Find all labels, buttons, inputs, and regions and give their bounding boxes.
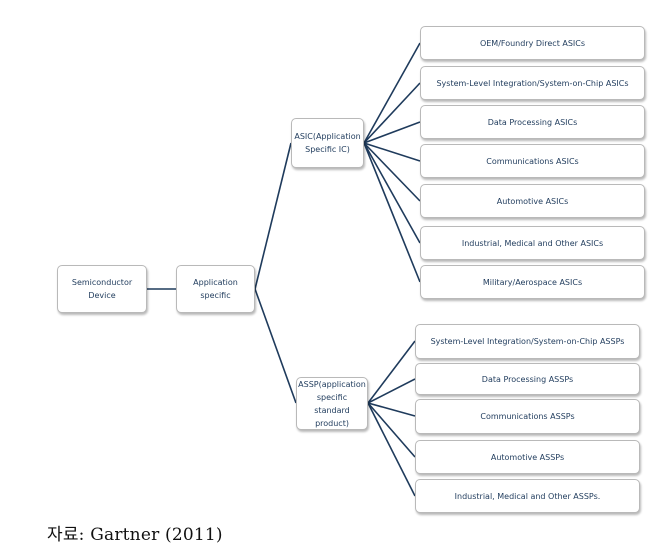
asic-item-label: OEM/Foundry Direct ASICs: [479, 38, 586, 48]
assp-item-label: Communications ASSPs: [480, 412, 575, 421]
node-asic: ASIC(Application Specific IC): [291, 118, 364, 168]
connector-level1-assp: [254, 288, 297, 404]
node-application-specific: Application specific: [176, 265, 255, 313]
asic-item: Data Processing ASICs: [420, 105, 645, 139]
node-label: Semiconductor Device: [71, 278, 133, 300]
assp-item: Data Processing ASSPs: [415, 363, 640, 395]
node-assp: ASSP(application specific standard produ…: [296, 377, 368, 430]
node-semiconductor-device: Semiconductor Device: [57, 265, 147, 313]
node-label: ASSP(application specific standard produ…: [298, 379, 366, 428]
connector-assp-item: [367, 402, 416, 458]
asic-item: Communications ASICs: [420, 144, 645, 178]
assp-item-label: Data Processing ASSPs: [481, 374, 574, 384]
assp-item-label: System-Level Integration/System-on-Chip …: [430, 337, 625, 346]
asic-item: Automotive ASICs: [420, 184, 645, 218]
connector-asic-item: [363, 142, 421, 202]
asic-item-label: Data Processing ASICs: [487, 117, 578, 127]
asic-item: Military/Aerospace ASICs: [420, 265, 645, 299]
connector-assp-item: [367, 402, 416, 497]
asic-item: System-Level Integration/System-on-Chip …: [420, 66, 645, 100]
assp-item: System-Level Integration/System-on-Chip …: [415, 324, 640, 359]
asic-item-label: Industrial, Medical and Other ASICs: [461, 238, 604, 248]
assp-item: Industrial, Medical and Other ASSPs.: [415, 479, 640, 513]
assp-item-label: Industrial, Medical and Other ASSPs.: [454, 491, 601, 501]
connector-asic-item: [363, 142, 421, 244]
assp-item: Automotive ASSPs: [415, 440, 640, 474]
asic-item-label: Communications ASICs: [486, 156, 579, 166]
connector-asic-item: [363, 142, 421, 283]
connector-asic-item: [363, 42, 421, 144]
asic-item: Industrial, Medical and Other ASICs: [420, 226, 645, 260]
assp-item: Communications ASSPs: [415, 399, 640, 434]
connector-assp-item: [367, 340, 416, 404]
asic-item: OEM/Foundry Direct ASICs: [420, 26, 645, 60]
node-label: Application specific: [193, 278, 238, 300]
connector-asic-item: [363, 82, 421, 144]
node-label: ASIC(Application Specific IC): [294, 132, 361, 154]
connector-level1-asic: [254, 142, 292, 290]
connector-asic-item: [363, 142, 421, 162]
asic-item-label: Automotive ASICs: [496, 196, 569, 206]
asic-item-label: Military/Aerospace ASICs: [482, 277, 583, 287]
connector-asic-item: [363, 121, 421, 144]
source-caption: 자료: Gartner (2011): [47, 525, 223, 545]
assp-item-label: Automotive ASSPs: [490, 452, 565, 462]
asic-item-label: System-Level Integration/System-on-Chip …: [436, 78, 629, 88]
connector-assp-item: [367, 378, 416, 404]
connector-assp-item: [367, 402, 416, 417]
